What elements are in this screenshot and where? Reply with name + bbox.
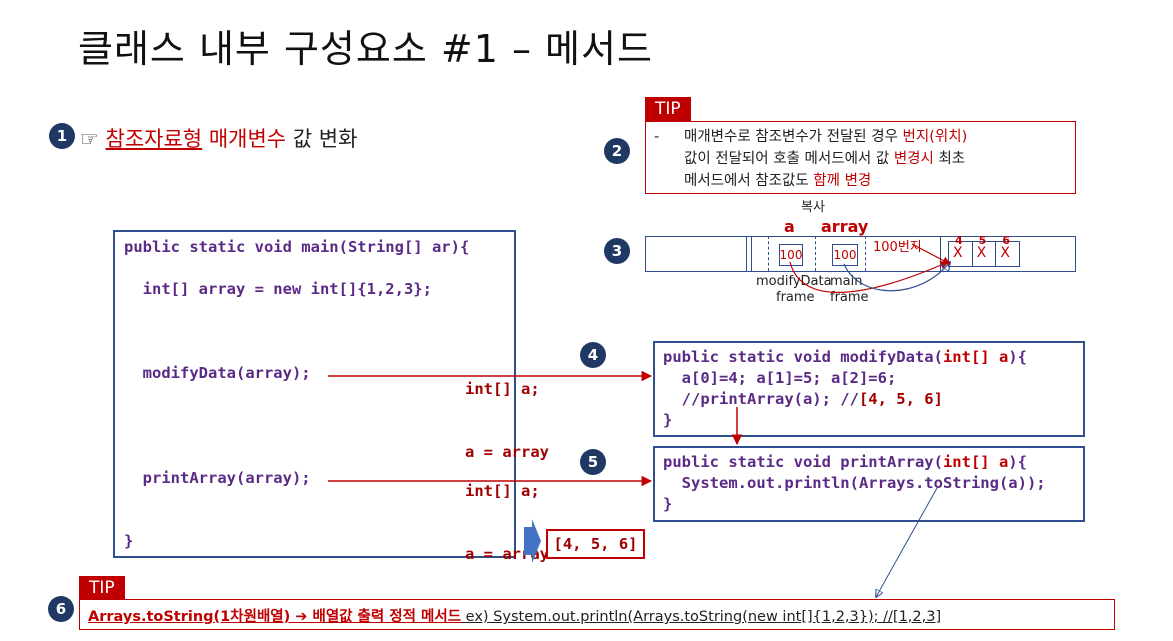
- var-array-label: array: [821, 217, 869, 236]
- frame-modify-line1: modifyData: [756, 274, 832, 289]
- heap-cell-1: 5 X: [973, 234, 997, 266]
- memory-divider-6: [940, 236, 941, 271]
- tip-line2-c: 최초: [933, 151, 966, 167]
- term-rest: 값 변화: [292, 127, 358, 151]
- modify-line3-a: //printArray(a); //: [663, 390, 859, 408]
- memory-divider-3: [768, 236, 769, 271]
- page-title: 클래스 내부 구성요소 #1 – 메서드: [78, 27, 653, 71]
- tip-line1-a: 매개변수로 참조변수가 전달된 경우: [684, 129, 903, 145]
- step-badge-3: 3: [604, 238, 630, 264]
- tip-box-top: - 매개변수로 참조변수가 전달된 경우 번지(위치) 값이 전달되어 호출 메…: [645, 121, 1076, 194]
- print-code-line2: System.out.println(Arrays.toString(a));: [663, 474, 1046, 492]
- step-badge-6: 6: [48, 596, 74, 622]
- section-heading: ☞ 참조자료형 매개변수 값 변화: [80, 123, 357, 153]
- modify-code-line3: //printArray(a); //[4, 5, 6]: [663, 390, 943, 408]
- output-text: [4, 5, 6]: [553, 535, 638, 553]
- modify-line1-a: public static void modifyData(: [663, 348, 943, 366]
- memory-divider-4: [815, 236, 816, 271]
- tip-bottom-rest: ex) System.out.println(Arrays.toString(n…: [461, 609, 942, 625]
- tip-line1-b: 번지(위치): [902, 129, 968, 145]
- modify-method-box: public static void modifyData(int[] a){ …: [653, 341, 1085, 437]
- tip-line2-b: 변경시: [893, 151, 934, 167]
- frame-modify-line2: frame: [776, 290, 815, 305]
- tip-label-top: TIP: [645, 97, 691, 121]
- main-code-line4: printArray(array);: [124, 469, 311, 487]
- main-code-line3: modifyData(array);: [124, 364, 311, 382]
- arrow-label-2-line1: int[] a;: [465, 482, 540, 500]
- copy-label: 복사: [801, 200, 825, 215]
- tip-text: 매개변수로 참조변수가 전달된 경우 번지(위치) 값이 전달되어 호출 메서드…: [684, 126, 967, 192]
- memory-strip: [645, 236, 1076, 272]
- tip-line3-b: 함께 변경: [813, 173, 872, 189]
- output-arrow-icon: [524, 519, 541, 563]
- arrow-label-1: int[] a; a = array: [465, 337, 549, 484]
- main-code-line1: public static void main(String[] ar){: [124, 238, 470, 256]
- print-code-line3: }: [663, 495, 673, 513]
- step-badge-1: 1: [49, 123, 75, 149]
- heap-cell-0: 4 X: [949, 234, 973, 266]
- term-reference-type: 참조자료형: [105, 127, 203, 151]
- tip-bottom-text: Arrays.toString(1차원배열) ➔ 배열값 출력 정적 메서드 e…: [88, 605, 941, 626]
- modify-code-line2: a[0]=4; a[1]=5; a[2]=6;: [663, 369, 897, 387]
- frame-modify-label: modifyData frame: [756, 274, 832, 306]
- heap-mark-1: X: [976, 245, 987, 261]
- arrow-a-to-heap: [789, 261, 949, 293]
- heap-value-0: 4: [955, 234, 963, 247]
- pointer-icon: ☞: [80, 127, 99, 151]
- modify-line3-b: [4, 5, 6]: [858, 390, 943, 408]
- main-code-line2: int[] array = new int[]{1,2,3};: [124, 280, 432, 298]
- tip-label-bottom: TIP: [79, 576, 125, 600]
- arrow-label-1-line2: a = array: [465, 443, 549, 461]
- modify-line1-c: ){: [1008, 348, 1027, 366]
- main-code-line5: }: [124, 532, 134, 550]
- term-parameter: 매개변수: [208, 127, 287, 151]
- address-label: 100번지: [873, 240, 922, 255]
- print-line1-c: ){: [1008, 453, 1027, 471]
- heap-value-2: 6: [1002, 234, 1010, 247]
- step-badge-4: 4: [580, 342, 606, 368]
- var-a-label: a: [784, 217, 795, 236]
- frame-main-line2: frame: [830, 290, 869, 305]
- tip-bottom-bold: Arrays.toString(1차원배열) ➔ 배열값 출력 정적 메서드: [88, 609, 462, 625]
- heap-mark-2: X: [1000, 245, 1010, 261]
- tip-box-bottom: Arrays.toString(1차원배열) ➔ 배열값 출력 정적 메서드 e…: [79, 599, 1115, 630]
- memory-divider-5: [865, 236, 866, 271]
- tip-line3-a: 메서드에서 참조값도: [684, 173, 814, 189]
- memory-divider-1: [746, 236, 747, 271]
- arrow-label-1-line1: int[] a;: [465, 380, 540, 398]
- memory-divider-2: [751, 236, 752, 271]
- tip-dash: -: [654, 129, 660, 145]
- print-line1-b: int[] a: [942, 453, 1009, 471]
- print-line1-a: public static void printArray(: [663, 453, 943, 471]
- modify-code-line4: }: [663, 411, 673, 429]
- heap-cell-2: 6 X: [996, 234, 1019, 266]
- step-badge-5: 5: [580, 449, 606, 475]
- step-badge-2: 2: [604, 138, 630, 164]
- modify-code-line1: public static void modifyData(int[] a){: [663, 348, 1027, 366]
- modify-line1-b: int[] a: [942, 348, 1009, 366]
- heap-array: 4 X 5 X 6 X: [948, 234, 1020, 267]
- heap-value-1: 5: [978, 234, 987, 247]
- arrow-to-tip: [876, 487, 938, 597]
- print-code-line1: public static void printArray(int[] a){: [663, 453, 1027, 471]
- output-box: [4, 5, 6]: [546, 529, 645, 559]
- arrow-address: [911, 243, 951, 265]
- heap-mark-0: X: [953, 245, 963, 261]
- print-method-box: public static void printArray(int[] a){ …: [653, 446, 1085, 522]
- arrow-array-to-heap: [843, 262, 950, 292]
- main-method-box: public static void main(String[] ar){ in…: [113, 230, 516, 558]
- tip-line2-a: 값이 전달되어 호출 메서드에서 값: [684, 151, 894, 167]
